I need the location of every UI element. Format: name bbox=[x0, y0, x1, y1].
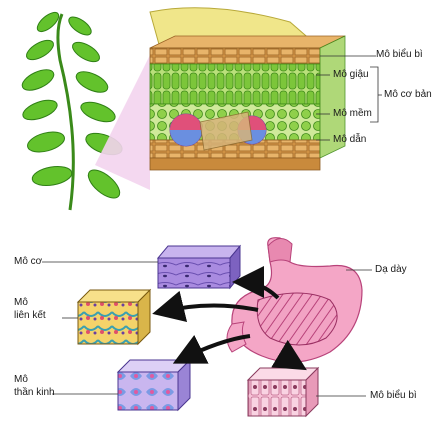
label-ground-tissue: Mô cơ bản bbox=[384, 89, 432, 100]
label-connective-2: liên kết bbox=[14, 310, 46, 321]
label-palisade: Mô giậu bbox=[333, 69, 369, 80]
label-animal-epidermis: Mô biểu bì bbox=[370, 390, 417, 401]
leaf-cross-section bbox=[149, 7, 346, 171]
animal-leader-lines bbox=[42, 261, 372, 397]
label-spongy: Mô mềm bbox=[333, 108, 372, 119]
label-stomach: Dạ dày bbox=[375, 264, 407, 275]
label-muscle: Mô cơ bbox=[14, 256, 43, 267]
vascular-bundle bbox=[169, 113, 203, 147]
connective-tissue-cube bbox=[76, 288, 152, 346]
muscle-tissue-cube bbox=[156, 244, 242, 290]
leaf-branch-illustration bbox=[21, 11, 123, 211]
label-nerve-2: thần kinh bbox=[14, 387, 55, 398]
label-vascular: Mô dẫn bbox=[333, 134, 367, 145]
nerve-tissue-cube bbox=[116, 358, 192, 412]
label-connective-1: Mô bbox=[14, 297, 28, 308]
stomach-illustration bbox=[226, 237, 363, 363]
label-plant-epidermis: Mô biểu bì bbox=[376, 49, 423, 60]
magnification-panel bbox=[95, 55, 150, 190]
plant-leader-lines bbox=[316, 55, 382, 141]
label-nerve-1: Mô bbox=[14, 374, 28, 385]
epithelial-tissue-cube bbox=[246, 366, 320, 418]
tissue-arrows bbox=[152, 266, 307, 371]
